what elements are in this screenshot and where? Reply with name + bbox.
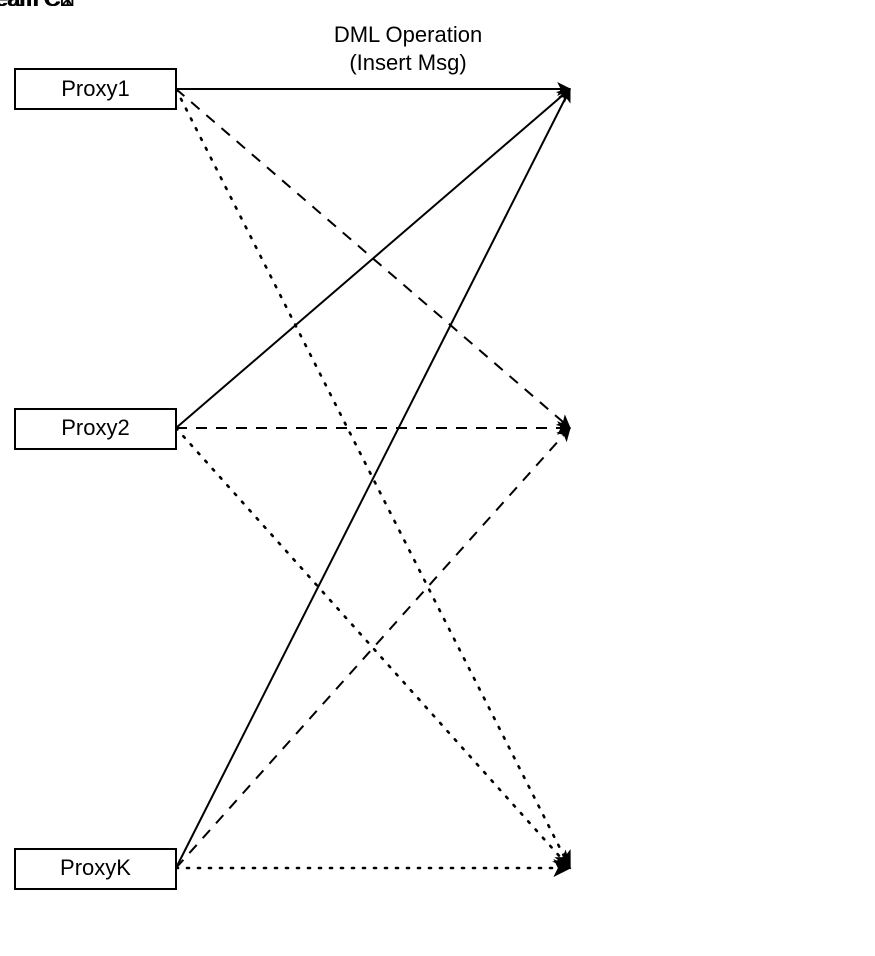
node-proxy1[interactable]: Proxy1 xyxy=(14,68,177,110)
proxy2-box[interactable] xyxy=(14,408,177,450)
msgstream-c1-label: MsgStream C1 xyxy=(0,0,73,11)
edge-proxy2-to-cn xyxy=(174,426,572,870)
edge-label-line-1: DML Operation xyxy=(334,22,482,47)
proxy1-label: Proxy1 xyxy=(61,76,129,101)
node-msgstream-c2[interactable]: MsgStream C2 xyxy=(0,0,73,11)
node-proxy2[interactable]: Proxy2 xyxy=(14,408,177,450)
proxy-layer: Proxy1 Proxy2 ProxyK xyxy=(14,68,177,890)
edge-label-line-2: (Insert Msg) xyxy=(349,50,466,75)
edge-proxy1-to-c2 xyxy=(175,88,571,429)
msgstream-c2-label: MsgStream C2 xyxy=(0,0,73,11)
proxy2-label: Proxy2 xyxy=(61,415,129,440)
proxy1-box[interactable] xyxy=(14,68,177,110)
edge-proxy1-to-cn xyxy=(174,87,572,870)
edge-layer xyxy=(174,82,572,878)
edge-label-dml-operation: DML Operation (Insert Msg) xyxy=(334,22,482,75)
msgstream-cn-label: MsgStream CN xyxy=(0,0,75,11)
node-proxyK[interactable]: ProxyK xyxy=(14,848,177,890)
edge-proxy2-to-c1 xyxy=(175,88,571,429)
node-msgstream-cn[interactable]: MsgStream CN xyxy=(0,0,75,11)
edge-proxyK-to-c1 xyxy=(175,87,571,869)
proxyK-label: ProxyK xyxy=(60,855,131,880)
stream-layer: MsgStream C1 MsgStream C2 MsgStream CN xyxy=(0,0,75,11)
proxyK-box[interactable] xyxy=(14,848,177,890)
node-msgstream-c1[interactable]: MsgStream C1 xyxy=(0,0,73,11)
